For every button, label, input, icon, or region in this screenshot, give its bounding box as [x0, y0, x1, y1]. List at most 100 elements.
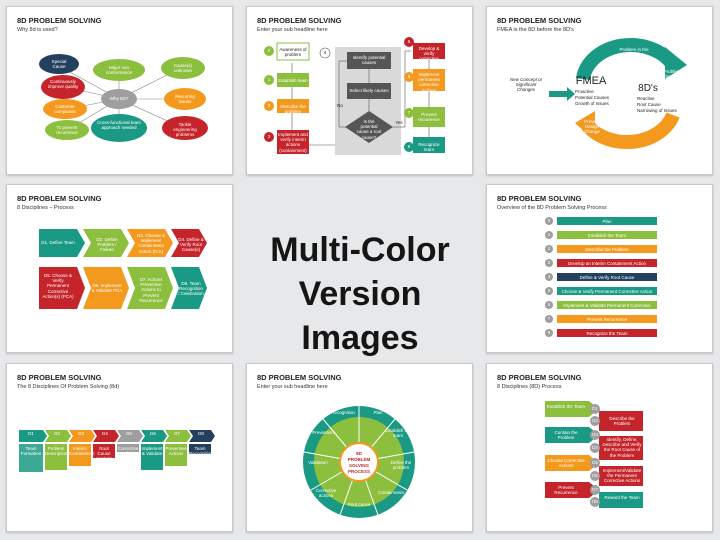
step-number: 7 — [547, 316, 551, 321]
slide-subtitle: Enter your sub headline here — [257, 384, 328, 390]
no-label: No — [337, 103, 343, 108]
flow-step: Select likely causes — [349, 88, 389, 93]
bubble-label: Cross-functional team approach needed — [97, 120, 141, 131]
disciplines-timeline — [19, 430, 215, 472]
slide-subtitle: Why 8d is used? — [17, 27, 58, 33]
right-column-steps — [404, 37, 445, 153]
8d-flowchart — [264, 37, 445, 155]
step-bar-label: Plan — [602, 219, 612, 224]
slide-thumbnail-7[interactable]: 8D PROBLEM SOLVING Enter your sub headli… — [246, 363, 473, 532]
8ds-list-item: Narrowing of Issues — [637, 108, 677, 113]
prevent-recurrence-bubble — [45, 120, 89, 140]
wheel-center-label: PROBLEM — [347, 457, 371, 462]
fmea-8d-cycle — [549, 38, 687, 150]
why-8d-center — [101, 89, 137, 109]
d7-chevron-label: D7. Actions Preventive Actions to Preven… — [139, 277, 163, 303]
bubble-label: Cause(s) unknown — [173, 63, 193, 74]
slide-thumbnail-5[interactable]: 8D PROBLEM SOLVING Overview of the 8D Pr… — [486, 184, 713, 353]
d4-chevron-label: D4. Define & Verify Root Cause(s) — [178, 237, 204, 253]
discipline-code: D7 — [592, 487, 598, 492]
d1-chevron-label: D1. Define Team — [41, 240, 75, 245]
step-bar-label: Implement & Validate Permanent Correctiv… — [563, 303, 651, 314]
wheel-segment-label: Define the problem — [390, 460, 412, 471]
decision-step: Is the potential cause a root cause? — [356, 119, 382, 140]
discipline-label: Establish the Team — [547, 404, 585, 409]
heading-line-2: Version Images — [298, 275, 422, 357]
8ds-list-item: Reactive — [637, 96, 655, 101]
step-number: 6 — [547, 302, 551, 307]
slide-title: 8D PROBLEM SOLVING — [17, 373, 102, 382]
wheel-segment-label: Containment — [378, 490, 404, 495]
discipline-header: Root Cause Analysis — [95, 446, 113, 462]
discipline-label: Choose Corrective Actions — [547, 458, 585, 469]
discipline-code: D1 — [592, 406, 598, 411]
wheel-segment-label: Plan — [373, 410, 383, 415]
engineering-problems-bubble — [162, 116, 208, 140]
discipline-code: D5 — [592, 460, 598, 465]
arc-label: Prevent Design Change — [584, 119, 600, 135]
step-bar-label: Describe the Problem — [585, 247, 629, 252]
bubble-label: Continuously improve quality — [47, 79, 79, 90]
discipline-label: Identify, Define, Describe and Verify th… — [602, 437, 642, 458]
flow-step: Describe the problem — [280, 104, 306, 115]
left-column-steps — [264, 42, 310, 154]
step-number: 0 — [547, 218, 551, 223]
continuously-improve-bubble — [41, 75, 85, 99]
slide-subtitle: Enter your sub headline here — [257, 27, 328, 33]
d5-chevron-label: D5. Choose & Verify Permanent Corrective… — [42, 273, 74, 299]
d8-chevron-label: D8. Team Recognition / Celebration — [178, 281, 204, 297]
arc-label: Problem Identified — [662, 69, 682, 80]
discipline-code: D4 — [592, 445, 598, 450]
flow-step: Prevent recurrence — [418, 112, 440, 123]
causes-unknown-bubble — [161, 57, 205, 79]
step-number: 8 — [407, 144, 411, 149]
heading-line-1: Multi-Color — [270, 231, 450, 269]
step-number: 1 — [547, 232, 551, 237]
slide-subtitle: 8 Disciplines (8D) Process — [497, 384, 562, 390]
8d-chevron-process — [39, 229, 207, 309]
wheel-segment-label: Prevention — [312, 430, 334, 435]
discipline-code: D2 — [54, 431, 60, 436]
step-number: 5 — [407, 39, 411, 44]
discipline-code: D8 — [198, 431, 204, 436]
slide-title: 8D PROBLEM SOLVING — [257, 373, 342, 382]
discipline-header: Interim Containment — [69, 446, 95, 457]
step-number: 4 — [323, 50, 327, 55]
slide-title: 8D PROBLEM SOLVING — [497, 194, 582, 203]
discipline-label: Prevent Recurrence — [554, 485, 578, 496]
wheel-segment-label: Establish the team — [385, 428, 411, 439]
slide-subtitle: 8 Disciplines – Process — [17, 205, 74, 211]
8d-wheel — [303, 406, 415, 518]
discipline-header: Team Recognition — [189, 446, 213, 457]
fmea-label: FMEA — [575, 75, 607, 87]
fmea-list-item: Growth of Issues — [575, 101, 609, 106]
slide-thumbnail-6[interactable]: 8D PROBLEM SOLVING The 8 Disciplines Of … — [6, 363, 233, 532]
flow-step: Identify potential causes — [352, 55, 386, 66]
wheel-segment-label: Root cause — [347, 502, 371, 507]
slide-thumbnail-4[interactable]: 8D PROBLEM SOLVING 8 Disciplines – Proce… — [6, 184, 233, 353]
discipline-label: Contain the Problem — [554, 430, 578, 441]
step-number: 7 — [407, 110, 411, 115]
flow-step: Implement permanent corrective actions — [418, 72, 440, 93]
discipline-label: Reward the Team — [604, 495, 640, 500]
yes-label: Yes — [395, 120, 403, 125]
slide-title: 8D PROBLEM SOLVING — [17, 16, 102, 25]
discipline-code: D8 — [592, 499, 598, 504]
step-bar-label: Develop an Interim Containment Action — [567, 261, 647, 266]
flow-step: Develop & verify corrective action — [418, 46, 440, 67]
8ds-label: 8D's — [638, 83, 658, 94]
discipline-code: D4 — [102, 431, 108, 436]
d3-chevron-label: D3. Choose & Implement Containment Actio… — [136, 233, 165, 254]
arc-label: Problem in the field — [619, 47, 649, 58]
discipline-header: Problem Description — [45, 446, 68, 457]
flow-step: Establish team — [278, 78, 308, 83]
slide-thumbnail-1[interactable]: 8D PROBLEM SOLVING Why 8d is used? Speci… — [6, 6, 233, 175]
bubble-label: Customer complaints — [54, 104, 76, 115]
slide-thumbnail-8[interactable]: 8D PROBLEM SOLVING 8 Disciplines (8D) Pr… — [486, 363, 713, 532]
wheel-segment-label: Corrective actions — [315, 488, 337, 499]
bubble-label: Major non conformance — [105, 65, 132, 76]
slide-thumbnail-3[interactable]: 8D PROBLEM SOLVING FMEA is the 8D before… — [486, 6, 713, 175]
fmea-list-item: Proactive — [575, 89, 594, 94]
slide-thumbnail-2[interactable]: 8D PROBLEM SOLVING Enter your sub headli… — [246, 6, 473, 175]
bubble-label: Special Cause — [51, 59, 67, 70]
